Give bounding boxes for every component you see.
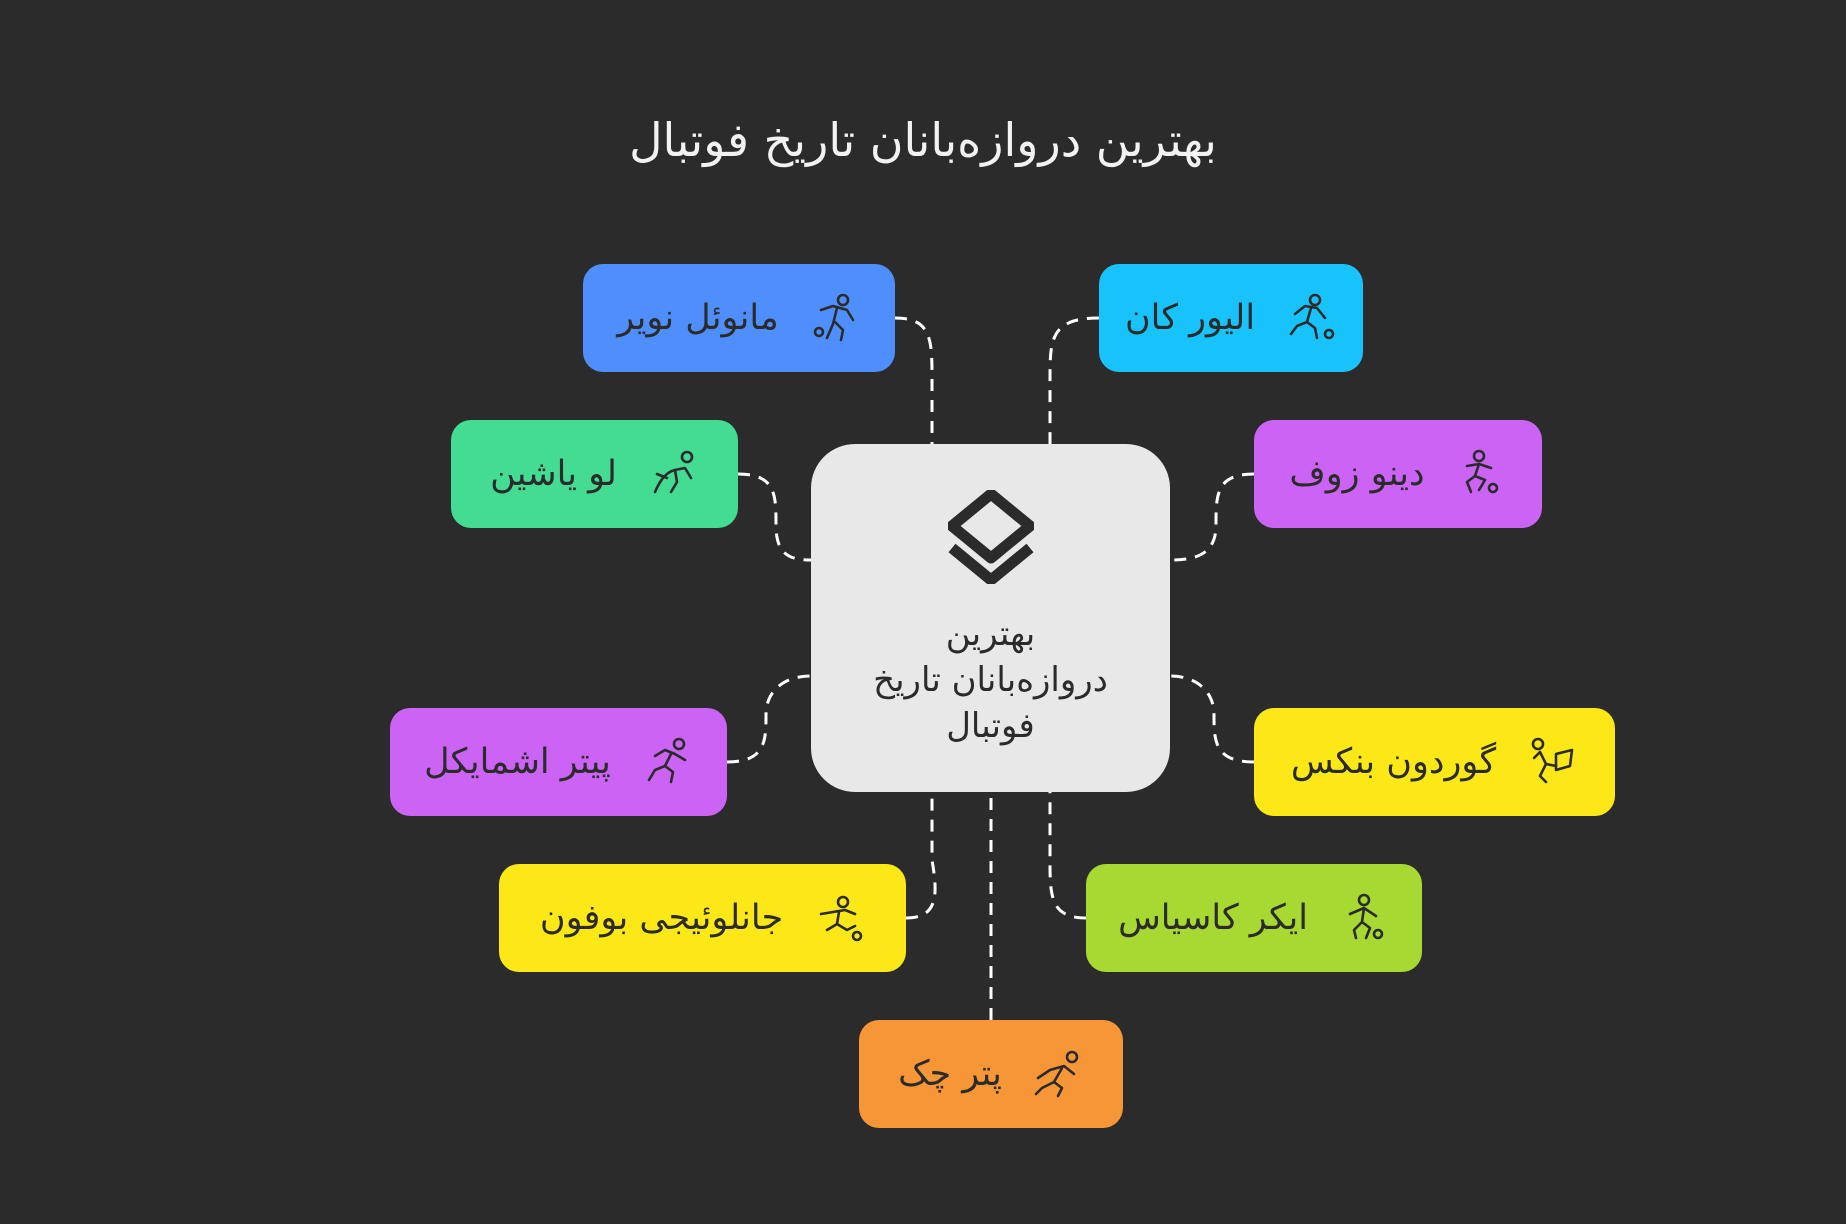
node-oliver-kahn: الیور کان [1099, 264, 1363, 372]
connector-oliver-kahn [1048, 316, 1100, 444]
connector-peter-schmeichel [726, 674, 812, 764]
node-label: الیور کان [1124, 297, 1256, 338]
node-label: ایکر کاسیاس [1118, 897, 1308, 938]
connector-lev-yashin [737, 472, 812, 562]
hub-card: بهترین دروازه‌بانان تاریخ فوتبال [811, 444, 1170, 792]
hub-title: بهترین دروازه‌بانان تاریخ فوتبال [831, 611, 1150, 749]
node-label: پیتر اشمایکل [424, 741, 611, 782]
node-lev-yashin: لو یاشین [451, 420, 738, 528]
flag-runner-icon [1526, 736, 1578, 788]
goalkeeper-icon [1455, 448, 1507, 500]
diving-keeper-icon [647, 448, 699, 500]
player-icon [809, 292, 861, 344]
node-label: لو یاشین [490, 453, 617, 494]
node-label: پتر چک [898, 1053, 1002, 1094]
node-label: جانلوئیجی بوفون [539, 897, 784, 938]
standing-player-icon [1338, 892, 1390, 944]
hub-title-line: بهترین [945, 614, 1036, 654]
leaping-player-icon [813, 892, 865, 944]
connector-dino-zoff [1169, 472, 1255, 562]
page-title: بهترین دروازه‌بانان تاریخ فوتبال [629, 113, 1217, 167]
hub-title-line: فوتبال [946, 706, 1035, 746]
connector-buffon [905, 792, 937, 920]
sprinter-icon [1032, 1048, 1084, 1100]
hub-title-line: دروازه‌بانان تاریخ [873, 660, 1108, 700]
node-label: مانوئل نویر [617, 297, 779, 338]
running-ball-icon [1285, 292, 1337, 344]
node-gianluigi-buffon: جانلوئیجی بوفون [499, 864, 906, 972]
layers-logo-icon [948, 490, 1034, 584]
node-manuel-neuer: مانوئل نویر [583, 264, 895, 372]
connector-gordon-banks [1169, 674, 1255, 764]
node-iker-casillas: ایکر کاسیاس [1086, 864, 1422, 972]
node-label: دینو زوف [1289, 453, 1425, 494]
node-peter-schmeichel: پیتر اشمایکل [390, 708, 727, 816]
node-label: گوردون بنکس [1290, 741, 1497, 782]
connector-casillas [1048, 792, 1087, 920]
node-petr-cech: پتر چک [859, 1020, 1123, 1128]
node-gordon-banks: گوردون بنکس [1254, 708, 1615, 816]
connector-manuel-neuer [894, 316, 934, 444]
node-dino-zoff: دینو زوف [1254, 420, 1542, 528]
runner-icon [641, 736, 693, 788]
